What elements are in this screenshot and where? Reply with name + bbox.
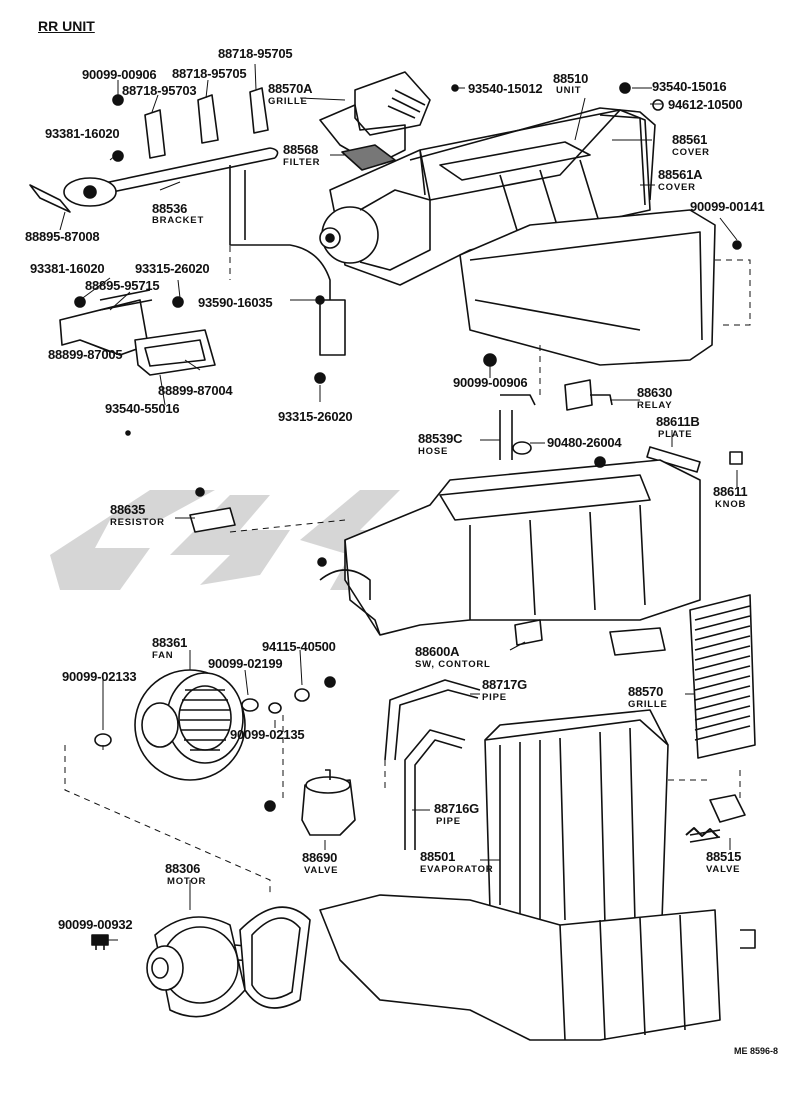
- part-number: 93381-16020: [30, 261, 105, 276]
- part-name: VALVE: [706, 864, 741, 875]
- pipe-88716g: [404, 729, 466, 850]
- part-number: 88306: [165, 861, 201, 876]
- part-number: 88361: [152, 635, 188, 650]
- part-name: GRILLE: [628, 699, 668, 710]
- cover-88561a: [459, 209, 716, 366]
- part-number: 88561: [672, 132, 708, 147]
- part-number: 93540-15012: [468, 81, 543, 96]
- part-number: 88510: [553, 71, 589, 86]
- part-number: 90099-00932: [58, 917, 133, 932]
- control-switch: [514, 619, 543, 646]
- part-drawings: [29, 71, 756, 1041]
- part-number: 88501: [420, 849, 456, 864]
- leader-lines: [59, 63, 738, 941]
- part-number: 88570: [628, 684, 664, 699]
- diagram-title: RR UNIT: [38, 18, 95, 34]
- part-number: 88899-87004: [158, 383, 233, 398]
- valve-88690: [301, 779, 356, 836]
- part-number: 88690: [302, 850, 338, 865]
- lower-case: [319, 894, 721, 1041]
- part-name: RELAY: [637, 400, 673, 411]
- part-number: 88718-95703: [122, 83, 197, 98]
- part-number: 88716G: [434, 801, 480, 816]
- part-name: SW, CONTORL: [415, 659, 491, 670]
- resistor: [189, 507, 236, 533]
- part-number: 88570A: [268, 81, 313, 96]
- part-number: 88895-87008: [25, 229, 100, 244]
- part-name: HOSE: [418, 446, 449, 457]
- part-number: 93315-26020: [135, 261, 210, 276]
- part-number: 94612-10500: [668, 97, 743, 112]
- part-number: 88536: [152, 201, 188, 216]
- part-number: 90099-02199: [208, 656, 283, 671]
- part-name: PLATE: [658, 429, 693, 440]
- part-number: 88630: [637, 385, 673, 400]
- part-number: 93540-55016: [105, 401, 180, 416]
- part-name: FAN: [152, 650, 174, 661]
- evaporator: [484, 719, 669, 936]
- part-number: 88899-87005: [48, 347, 123, 362]
- part-number: 88611B: [656, 414, 700, 429]
- relay: [564, 379, 593, 411]
- part-name: UNIT: [556, 85, 582, 96]
- part-name: PIPE: [436, 816, 461, 827]
- bracket-88899-87005: [59, 299, 149, 356]
- part-number: 88515: [706, 849, 742, 864]
- part-number: 90099-02133: [62, 669, 137, 684]
- part-number: 88718-95705: [172, 66, 247, 81]
- part-number: 88635: [110, 502, 146, 517]
- part-number: 93381-16020: [45, 126, 120, 141]
- part-name: PIPE: [482, 692, 507, 703]
- gasket: [239, 906, 311, 1009]
- reference-code: ME 8596-8: [734, 1046, 779, 1056]
- part-number: 94115-40500: [262, 639, 336, 654]
- plate: [646, 446, 701, 473]
- part-name: GRILLE: [268, 96, 308, 107]
- part-name: COVER: [672, 147, 710, 158]
- part-name: BRACKET: [152, 215, 205, 226]
- part-number: 93540-15016: [652, 79, 727, 94]
- grille-88570a: [354, 71, 431, 136]
- part-name: RESISTOR: [110, 517, 165, 528]
- part-number: 90099-00906: [82, 67, 157, 82]
- part-name: COVER: [658, 182, 696, 193]
- part-number: 88611: [713, 484, 748, 499]
- part-number: 90099-00906: [453, 375, 528, 390]
- dashed-lines: [64, 235, 751, 895]
- part-name: EVAPORATOR: [420, 864, 494, 875]
- part-number: 90099-00141: [690, 199, 765, 214]
- hose: [499, 394, 536, 460]
- part-name: VALVE: [304, 865, 339, 876]
- part-number: 88895-95715: [85, 278, 160, 293]
- part-name: MOTOR: [167, 876, 207, 887]
- part-number: 93315-26020: [278, 409, 353, 424]
- part-number: 93590-16035: [198, 295, 273, 310]
- filter-88568: [341, 144, 396, 171]
- part-number: 88600A: [415, 644, 460, 659]
- part-number: 90099-02135: [230, 727, 305, 742]
- part-name: FILTER: [283, 157, 321, 168]
- part-number: 88561A: [658, 167, 703, 182]
- part-name: KNOB: [715, 499, 747, 510]
- bracket-rod: [94, 147, 279, 196]
- part-number: 88568: [283, 142, 319, 157]
- pipe-88717g: [384, 679, 481, 761]
- part-number: 88718-95705: [218, 46, 293, 61]
- valve-88515: [709, 794, 746, 823]
- part-number: 90480-26004: [547, 435, 622, 450]
- part-number: 88539C: [418, 431, 463, 446]
- part-number: 88717G: [482, 677, 528, 692]
- cover-frame: [409, 107, 656, 206]
